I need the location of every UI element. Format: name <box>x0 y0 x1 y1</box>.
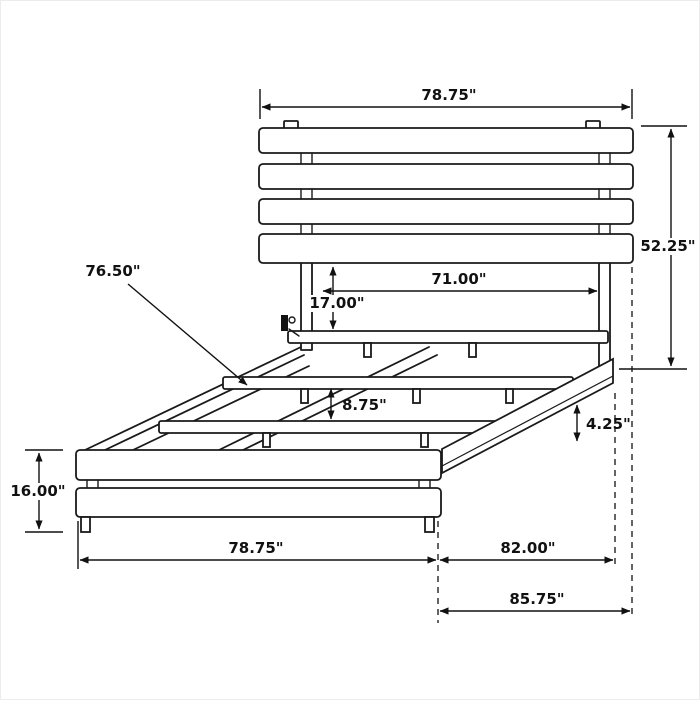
footboard-foot <box>424 516 435 533</box>
dim-overall-length: 85.75" <box>439 267 633 617</box>
extension-lines <box>619 125 687 370</box>
dim-footboard-height-label: 16.00" <box>10 482 65 500</box>
slat-foot <box>468 342 477 358</box>
headboard-slat <box>258 198 634 225</box>
headboard-slat <box>258 163 634 190</box>
dim-headboard-height-label: 52.25" <box>640 237 695 255</box>
slat-foot <box>300 388 309 404</box>
cross-slat <box>158 420 502 434</box>
dim-slat-rail-length: 76.50" <box>85 262 248 386</box>
rail-bracket-detail <box>281 315 300 337</box>
center-rail-line <box>242 354 438 451</box>
left-rail-line <box>104 354 305 451</box>
side-rail-edge-line <box>441 375 614 467</box>
label-backing <box>639 238 699 255</box>
extension-lines <box>25 449 63 533</box>
label-backing <box>8 483 70 500</box>
bed-line-art <box>75 120 634 533</box>
dim-headboard-width: 78.75" <box>259 86 633 119</box>
dim-bed-width-label: 78.75" <box>228 539 283 557</box>
bracket-plate <box>281 315 288 331</box>
leader-arrow <box>127 283 248 386</box>
dim-slat-rail-length-label: 76.50" <box>85 262 140 280</box>
dim-headboard-clearance: 17.00" <box>306 266 368 330</box>
extension-lines <box>259 89 633 119</box>
center-rail-line <box>218 346 430 451</box>
dim-side-rail-thickness: 4.25" <box>573 404 631 442</box>
dim-inner-width-label: 71.00" <box>431 270 486 288</box>
dim-slat-support-height-label: 8.75" <box>342 396 387 414</box>
side-rail <box>441 357 614 475</box>
label-backing <box>306 295 368 312</box>
footboard-foot <box>80 516 91 533</box>
dim-headboard-height: 52.25" <box>619 125 699 370</box>
slat-foot <box>363 342 372 358</box>
footboard-plank <box>75 487 442 518</box>
footboard <box>75 449 442 533</box>
headboard-slat <box>258 233 634 264</box>
dim-inner-width: 71.00" <box>322 270 598 295</box>
leg-gap-segments <box>300 152 611 235</box>
dim-footboard-height: 16.00" <box>8 449 70 533</box>
slat-foot <box>420 432 429 448</box>
dim-overall-length-label: 85.75" <box>509 590 564 608</box>
headboard-slat <box>258 127 634 154</box>
cross-slat <box>287 330 609 344</box>
dim-side-rail-thickness-label: 4.25" <box>586 415 631 433</box>
bracket-pin <box>288 316 296 324</box>
dimension-annotations: 78.75" 52.25" 76.50" 71.00" 17.00" <box>8 86 699 623</box>
dim-frame-length: 82.00" <box>439 393 616 569</box>
dim-headboard-width-label: 78.75" <box>421 86 476 104</box>
footboard-plank <box>75 449 442 481</box>
side-rail-board <box>441 357 614 475</box>
slat-foot <box>412 388 421 404</box>
slat-foot <box>262 432 271 448</box>
dim-headboard-clearance-label: 17.00" <box>309 294 364 312</box>
left-rail-line <box>84 346 302 451</box>
headboard <box>258 120 634 264</box>
dim-frame-length-label: 82.00" <box>500 539 555 557</box>
footboard-gap-posts <box>86 479 431 489</box>
slat-foot <box>505 388 514 404</box>
dim-slat-support-height: 8.75" <box>327 388 387 420</box>
cross-slat <box>222 376 574 390</box>
dim-bed-width: 78.75" <box>77 521 439 623</box>
bracket-hook <box>288 328 300 337</box>
mattress-slats <box>158 330 609 448</box>
